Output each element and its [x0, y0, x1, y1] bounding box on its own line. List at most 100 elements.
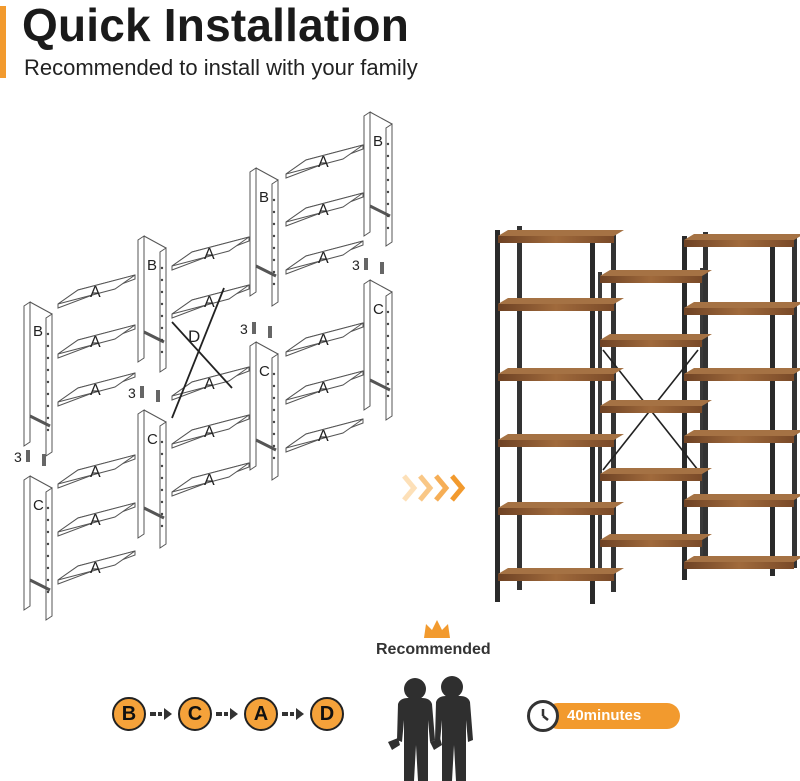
wood-shelf	[684, 430, 800, 443]
frame-b: B	[137, 235, 167, 373]
shelf-panel: A	[171, 414, 250, 449]
frame-label: C	[33, 497, 44, 514]
wood-shelf	[600, 534, 712, 547]
wood-shelf	[600, 334, 712, 347]
wood-shelf	[498, 368, 624, 381]
chevron-right-icon	[402, 474, 466, 502]
shelf-panel: A	[57, 454, 136, 489]
shelf-label: A	[204, 376, 215, 393]
time-badge: 40minutes	[527, 700, 680, 732]
shelf-label: A	[318, 202, 329, 219]
shelf-panels: A A A A A A A A A A A A A A A A A	[57, 144, 364, 585]
shelf-panel: A	[285, 144, 364, 179]
shelf-label: A	[318, 154, 329, 171]
time-text: 40minutes	[567, 707, 642, 724]
wood-shelf	[600, 468, 712, 481]
step-c: C	[178, 697, 212, 731]
wood-shelf	[498, 502, 624, 515]
shelf-label: A	[204, 424, 215, 441]
shelf-label: A	[318, 428, 329, 445]
frame-b: B	[249, 167, 279, 307]
arrow-icon	[280, 704, 308, 724]
step-d: D	[310, 697, 344, 731]
frame-c: C	[363, 279, 393, 421]
frame-b: B	[363, 111, 393, 247]
recommended-label: Recommended	[376, 641, 491, 658]
page-subtitle: Recommended to install with your family	[24, 55, 418, 80]
shelf-label: A	[90, 334, 101, 351]
shelf-panel: A	[285, 240, 364, 275]
connector-count: 3	[240, 321, 248, 337]
frame-label: C	[373, 301, 384, 318]
shelf-panel: A	[171, 462, 250, 497]
shelf-panel: A	[57, 372, 136, 407]
shelf-label: A	[318, 380, 329, 397]
wrench-icon	[388, 738, 442, 750]
two-people-icon	[397, 676, 473, 781]
connector-count: 3	[14, 449, 22, 465]
shelf-panel: A	[171, 284, 250, 319]
connector-bolt: 3	[352, 257, 384, 274]
shelf-label: A	[90, 382, 101, 399]
frame-label: C	[259, 363, 270, 380]
wood-shelf	[498, 298, 624, 311]
shelf-panel: A	[171, 236, 250, 271]
frame-label: B	[259, 189, 269, 206]
arrow-icon	[148, 704, 176, 724]
shelf-label: A	[90, 560, 101, 577]
frame-c: C	[249, 341, 279, 481]
shelf-panel: A	[285, 418, 364, 453]
shelf-label: A	[318, 332, 329, 349]
wood-shelf	[600, 400, 712, 413]
frame-c: C	[23, 475, 53, 621]
page-title: Quick Installation	[22, 0, 410, 51]
frame-b: B	[23, 301, 53, 457]
wood-shelf	[684, 368, 800, 381]
shelf-label: A	[90, 284, 101, 301]
time-pill	[545, 703, 680, 729]
shelf-panel: A	[57, 274, 136, 309]
frame-label: B	[33, 323, 43, 340]
shelf-label: A	[204, 294, 215, 311]
shelf-panel: A	[171, 366, 250, 401]
wood-shelf	[498, 230, 624, 243]
wood-shelf	[498, 568, 624, 581]
wood-shelf	[684, 234, 800, 247]
frame-label: B	[147, 257, 157, 274]
shelf-panel: A	[57, 324, 136, 359]
frame-c: C	[137, 409, 167, 549]
shelf-panel: A	[285, 322, 364, 357]
arrow-icon	[214, 704, 242, 724]
cross-bar-d: D	[171, 287, 233, 419]
connector-count: 3	[352, 257, 360, 273]
wood-shelf	[600, 270, 712, 283]
frame-label: C	[147, 431, 158, 448]
shelf-panel: A	[57, 550, 136, 585]
assembled-bookcase	[495, 226, 800, 604]
connector-bolt: 3	[14, 449, 46, 466]
connector-bolt: 3	[128, 385, 160, 402]
shelf-panel: A	[285, 370, 364, 405]
shelf-label: A	[204, 472, 215, 489]
shelf-panel: A	[285, 192, 364, 227]
shelf-label: A	[204, 246, 215, 263]
shelf-panel: A	[57, 502, 136, 537]
connector-count: 3	[128, 385, 136, 401]
assembly-sequence: B C A D	[112, 697, 344, 731]
clock-icon	[527, 700, 559, 732]
frame-label: B	[373, 133, 383, 150]
wood-shelf	[498, 434, 624, 447]
crown-icon	[424, 620, 450, 638]
shelf-label: A	[90, 464, 101, 481]
cross-bar-label: D	[188, 327, 200, 346]
step-b: B	[112, 697, 146, 731]
shelf-label: A	[90, 512, 101, 529]
connector-parts: 3 3 3 3	[14, 257, 384, 466]
title-accent-bar	[0, 6, 6, 78]
wood-shelf	[684, 302, 800, 315]
step-a: A	[244, 697, 278, 731]
wood-shelf	[684, 494, 800, 507]
wood-shelf	[684, 556, 800, 569]
connector-bolt: 3	[240, 321, 272, 338]
